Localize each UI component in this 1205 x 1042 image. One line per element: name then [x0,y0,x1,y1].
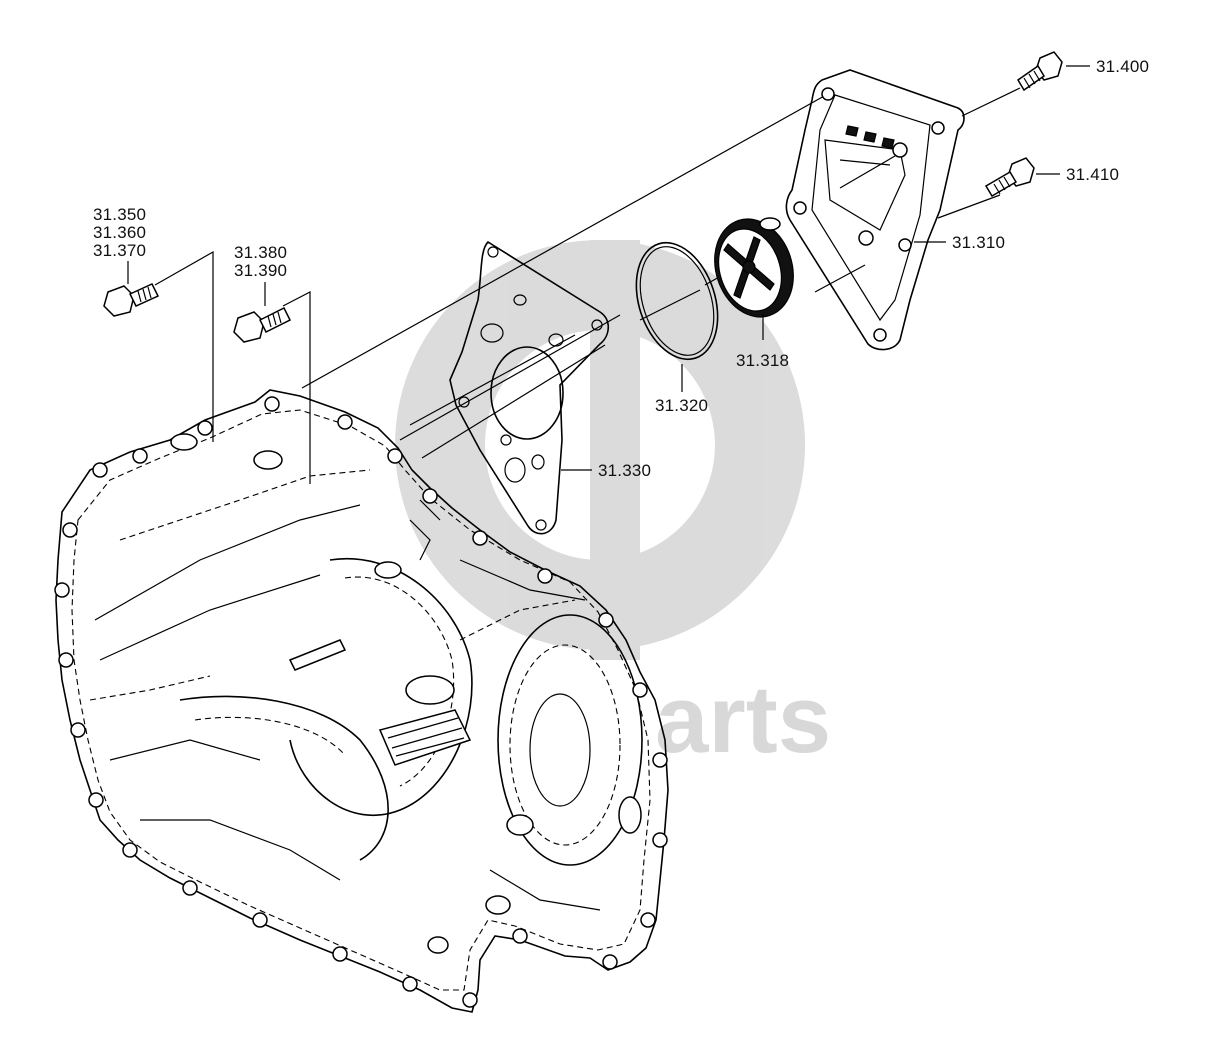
callout-31380: 31.380 [234,243,287,262]
callout-31350: 31.350 [93,205,146,224]
watermark-text: arts [655,666,831,773]
transmission-housing [54,389,669,1013]
pump-cover-31310 [785,69,965,351]
bolt-31380 [233,282,292,343]
bolt-31410 [984,157,1060,198]
callout-31310: 31.310 [952,233,1005,252]
callout-31360: 31.360 [93,223,146,242]
housing-bolt-holes [54,396,668,1008]
o-ring-31320 [635,241,719,392]
callout-labels: 31.400 31.410 31.310 31.318 31.320 31.33… [93,57,1149,480]
callout-31320: 31.320 [655,396,708,415]
callout-31330: 31.330 [598,461,651,480]
callout-31410: 31.410 [1066,165,1119,184]
bolt-31350 [103,261,160,317]
callout-31400: 31.400 [1096,57,1149,76]
callout-31318: 31.318 [736,351,789,370]
callout-31370: 31.370 [93,241,146,260]
watermark-logo: arts [395,240,831,773]
bolt-31400 [1016,51,1090,92]
callout-31390: 31.390 [234,261,287,280]
gasket-31330 [449,240,610,535]
pump-rotor-31318 [714,217,794,340]
